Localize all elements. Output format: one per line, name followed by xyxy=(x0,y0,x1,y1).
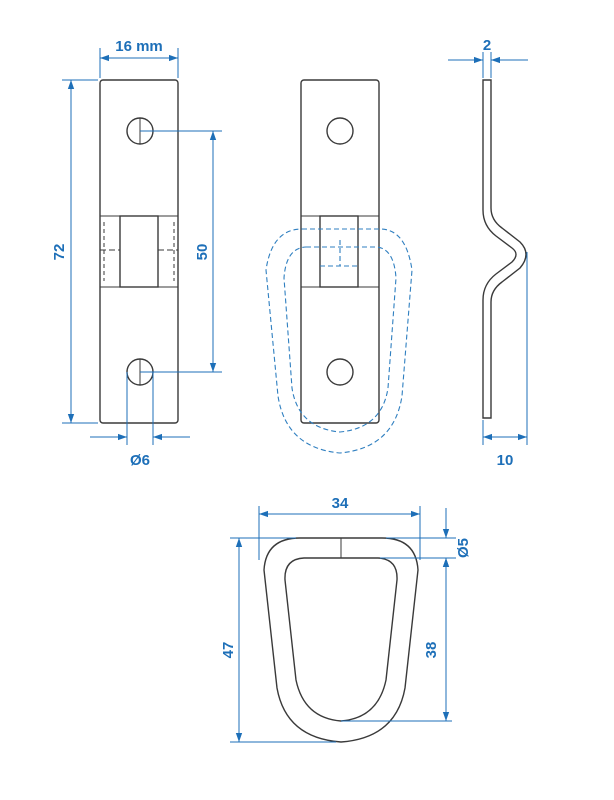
dim-ring-wire-diameter: Ø5 xyxy=(380,508,472,588)
dim-plate-width: 16 mm xyxy=(99,38,179,78)
ring-inner xyxy=(284,557,398,722)
ring-outer xyxy=(263,537,419,743)
dim-hole-spacing: 50 xyxy=(140,130,222,373)
dim-hole-spacing-label: 50 xyxy=(194,244,211,261)
assembly-plate-outline xyxy=(300,79,380,424)
dim-hole-diameter: Ø6 xyxy=(90,372,190,469)
dim-ring-wire-diameter-label: Ø5 xyxy=(455,538,472,558)
dim-ring-width-label: 34 xyxy=(332,495,349,512)
front-bend-slot xyxy=(100,215,178,288)
dim-bend-depth-label: 10 xyxy=(497,452,514,469)
dim-ring-outer-height: 47 xyxy=(220,537,336,743)
dim-plate-length-label: 72 xyxy=(51,244,68,261)
assembly-view xyxy=(265,79,413,454)
ring-view: 34 47 Ø5 38 xyxy=(220,495,472,743)
dim-ring-inner-height-label: 38 xyxy=(423,642,440,659)
ring-hidden-inner xyxy=(283,246,397,433)
front-plate-outline xyxy=(99,79,179,424)
side-view: 2 10 xyxy=(448,37,528,469)
dim-thickness: 2 xyxy=(448,37,528,78)
dim-ring-inner-height: 38 xyxy=(341,558,452,722)
dim-ring-width: 34 xyxy=(258,495,421,560)
side-profile xyxy=(482,79,527,419)
dim-hole-diameter-label: Ø6 xyxy=(130,452,150,469)
ring-hidden-outer xyxy=(265,228,413,454)
dim-bend-depth: 10 xyxy=(482,252,528,469)
front-view: 16 mm 72 50 Ø6 xyxy=(51,38,222,469)
dim-thickness-label: 2 xyxy=(483,37,491,54)
dim-ring-outer-height-label: 47 xyxy=(220,642,237,659)
dim-plate-length: 72 xyxy=(51,79,98,424)
dim-plate-width-label: 16 mm xyxy=(115,38,163,55)
assembly-bottom-hole xyxy=(326,358,354,386)
assembly-bend-slot xyxy=(301,215,379,288)
assembly-top-hole xyxy=(326,117,354,145)
